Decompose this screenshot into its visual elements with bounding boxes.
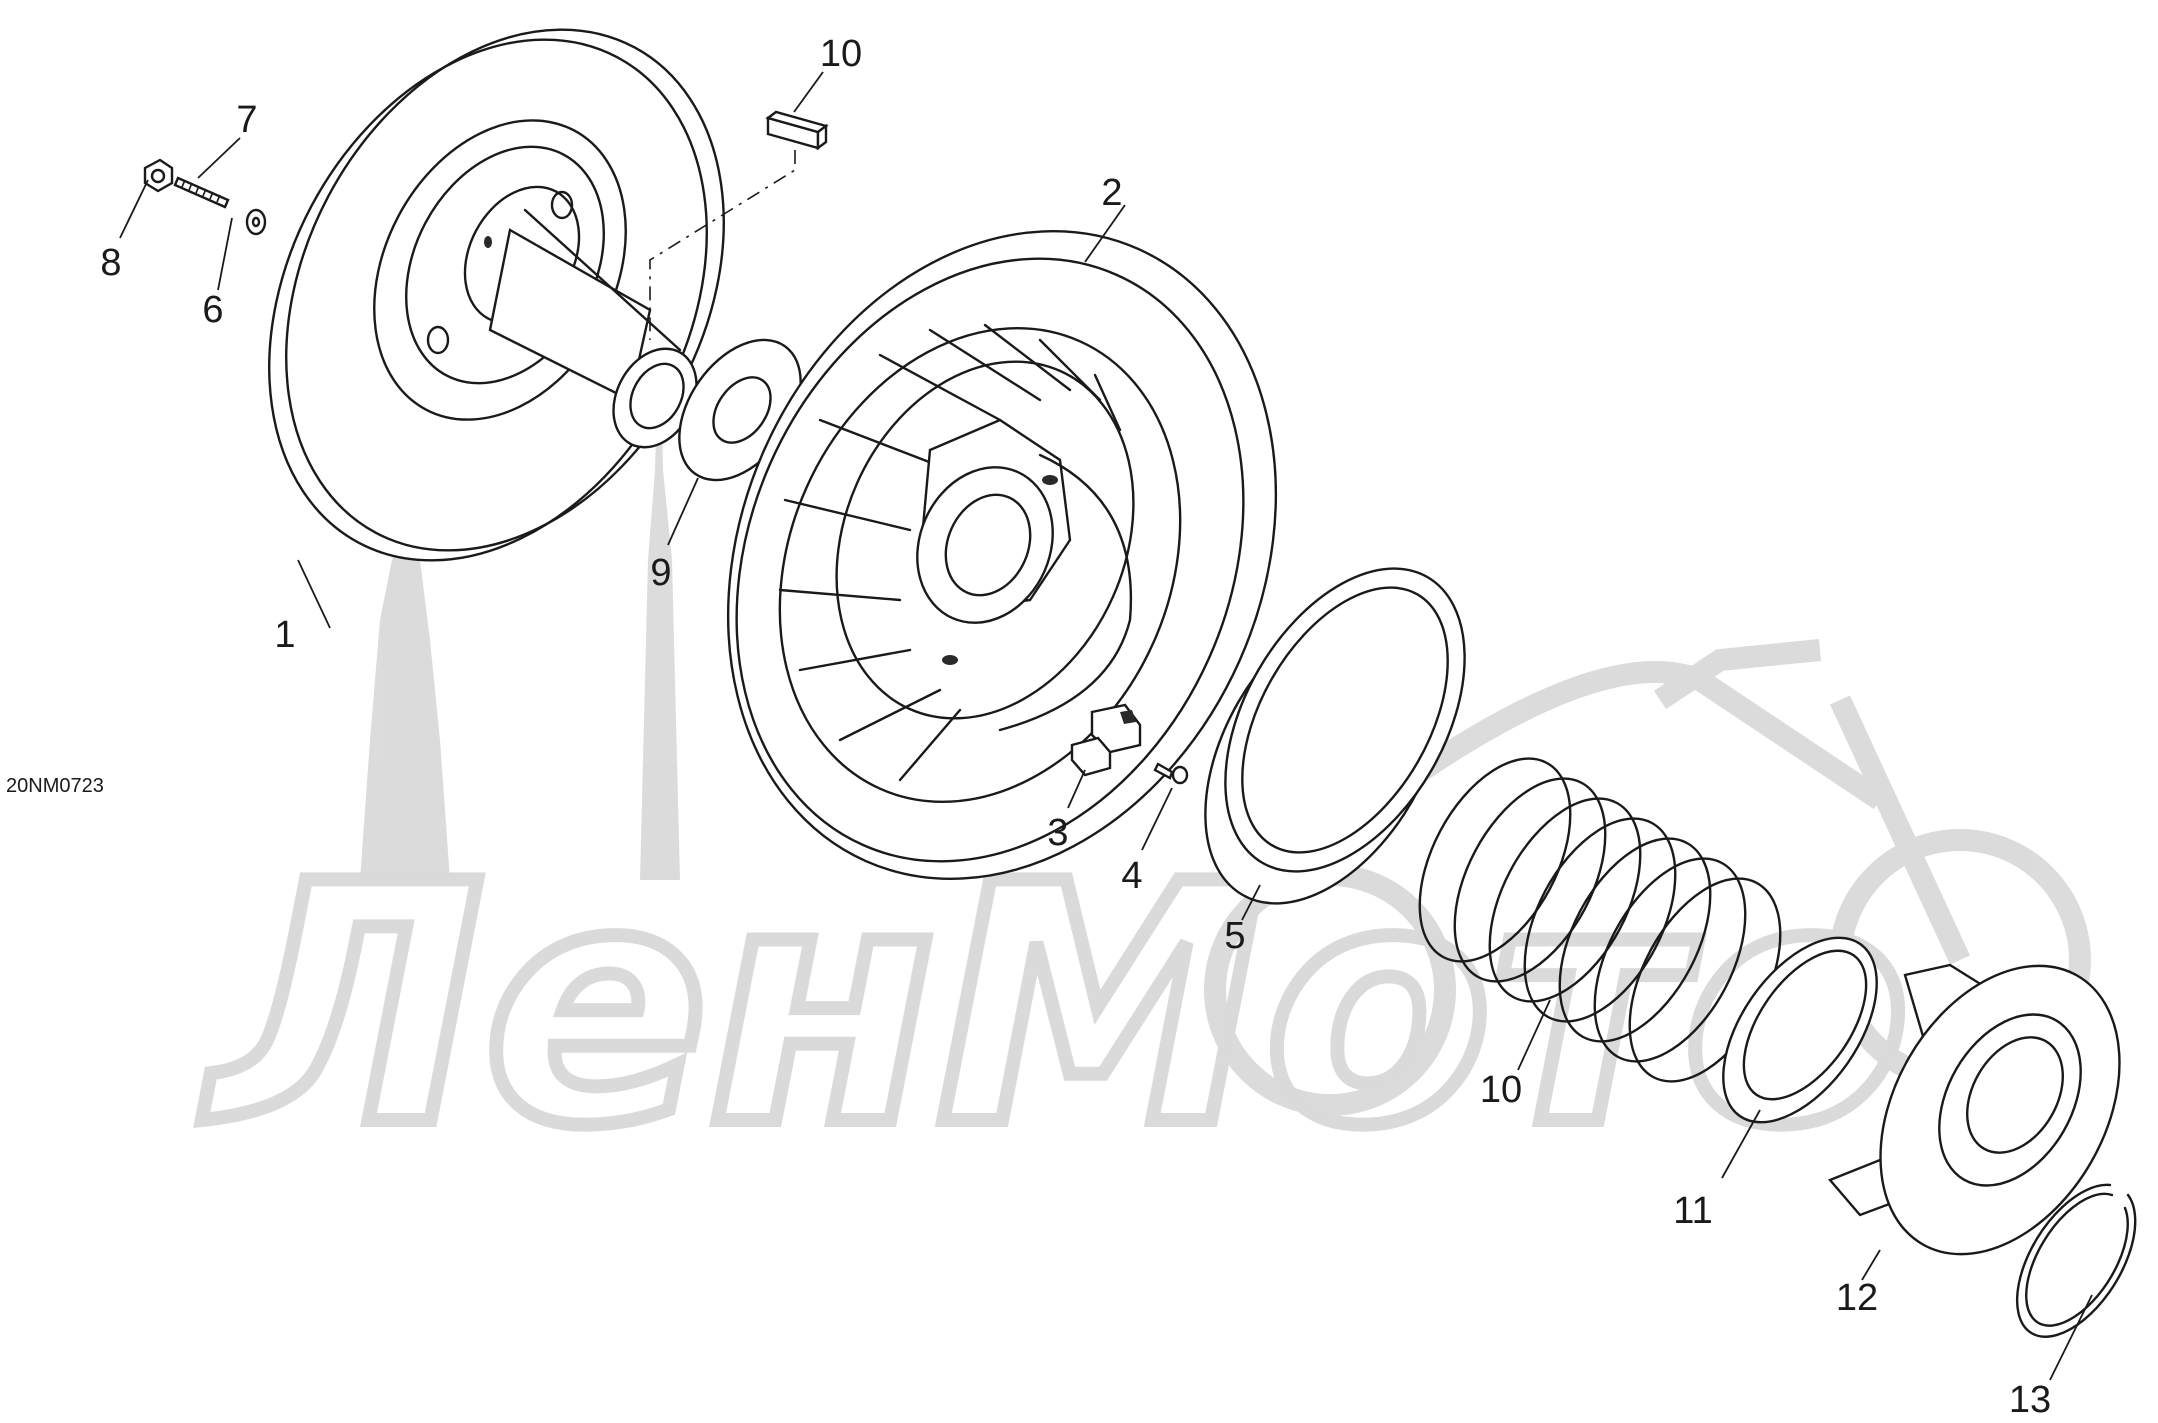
part-13-circlip bbox=[2015, 1183, 2137, 1338]
part-10-key bbox=[649, 110, 829, 340]
leader-lines bbox=[119, 71, 2093, 1381]
callout-3: 3 bbox=[1047, 812, 1068, 854]
callout-6: 6 bbox=[202, 289, 223, 331]
diagram-code: 20NM0723 bbox=[6, 775, 104, 797]
watermark-logo: ЛенМото bbox=[193, 300, 2091, 1205]
part-11-thrust-washer bbox=[1722, 936, 1878, 1124]
callout-13: 13 bbox=[2009, 1379, 2051, 1421]
part-5-cam-ring bbox=[1204, 567, 1466, 905]
callout-labels: 1 2 3 4 5 6 7 8 9 10 10 11 12 13 bbox=[100, 33, 2051, 1421]
callout-5: 5 bbox=[1224, 915, 1245, 957]
part-12-cam bbox=[1827, 963, 2121, 1256]
part-10-spring bbox=[1418, 757, 1782, 1083]
callout-8: 8 bbox=[100, 242, 121, 284]
callout-12: 12 bbox=[1836, 1277, 1878, 1319]
callout-10-key: 10 bbox=[820, 33, 862, 75]
callout-11: 11 bbox=[1673, 1190, 1712, 1232]
part-3-slider-shoe bbox=[1070, 703, 1142, 777]
part-7-screw bbox=[173, 176, 230, 209]
part-2-driven-sheave bbox=[726, 230, 1278, 880]
watermark-text: ЛенМото bbox=[200, 814, 1910, 1198]
part-1-sheave-disc bbox=[268, 28, 725, 562]
callout-10-spring: 10 bbox=[1480, 1069, 1522, 1111]
callout-9: 9 bbox=[650, 552, 671, 594]
part-4-screw bbox=[1153, 762, 1189, 785]
callout-1: 1 bbox=[274, 614, 295, 656]
callout-7: 7 bbox=[236, 99, 257, 141]
callout-4: 4 bbox=[1121, 855, 1142, 897]
part-6-washer-small bbox=[245, 208, 267, 236]
part-8-nut bbox=[143, 158, 174, 193]
callout-2: 2 bbox=[1101, 172, 1122, 214]
